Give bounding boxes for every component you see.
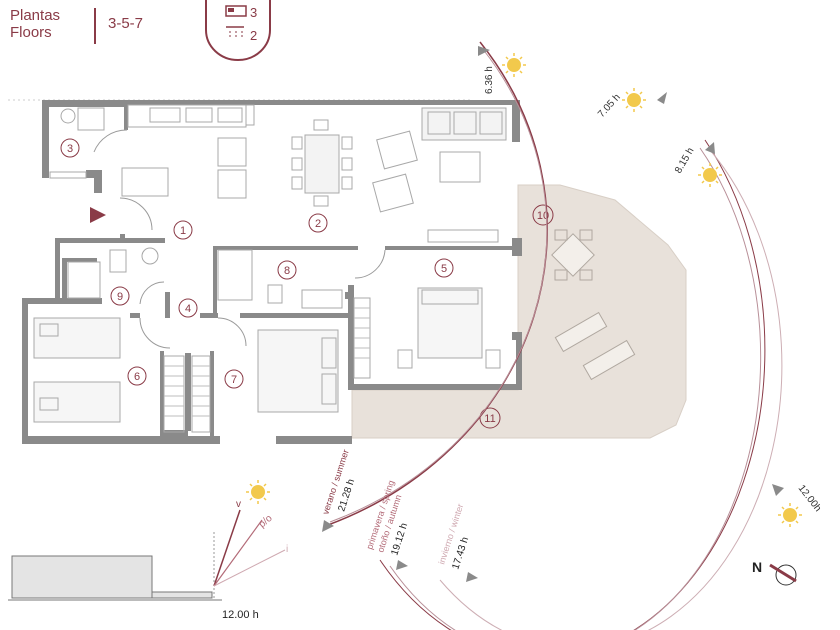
bed-bath-badge: 3 2	[205, 0, 271, 61]
svg-text:5: 5	[441, 263, 447, 275]
room-label-6: 6	[127, 366, 147, 386]
season-summer: verano / summer 21.28 h	[320, 448, 357, 515]
bed-icon	[225, 5, 247, 17]
angle-label-po: p/o	[257, 513, 275, 531]
room-label-3: 3	[60, 138, 80, 158]
angle-label-v: v	[236, 499, 241, 510]
sun-time-sunrise-summer: 6.36 h	[484, 66, 495, 94]
svg-text:7: 7	[231, 374, 237, 386]
svg-text:6: 6	[134, 371, 140, 383]
kitchen-fixtures	[121, 104, 255, 199]
bedroom-7-bed	[257, 329, 339, 413]
terrace-area	[351, 184, 687, 439]
compass-north-label: N	[752, 559, 762, 575]
sun-path-arcs	[327, 41, 783, 630]
sun-time-sunrise-spring: 7.05 h	[596, 92, 623, 120]
entrance-arrow-icon	[90, 207, 106, 223]
terrace-furniture	[551, 229, 636, 381]
room-label-4: 4	[178, 298, 198, 318]
room-label-5: 5	[434, 258, 454, 278]
season-spring-autumn: primavera / spring otoño / autumn 19.12 …	[364, 479, 410, 557]
sun-markers	[246, 53, 802, 527]
floors-title-en: Floors	[10, 24, 52, 41]
sun-time-sunrise-winter: 8.15 h	[673, 146, 696, 176]
header-divider	[94, 8, 96, 44]
svg-text:11: 11	[484, 413, 495, 425]
sun-angle-diagram: v p/o i 12.00 h	[8, 499, 288, 621]
door-swings	[93, 129, 386, 349]
sun-time-noon-arc: 12.00h	[796, 483, 824, 514]
sun-angle-noon-label: 12.00 h	[222, 609, 259, 621]
bedroom-6-beds	[33, 317, 121, 423]
svg-text:3: 3	[67, 143, 73, 155]
svg-text:9: 9	[117, 291, 123, 303]
bathrooms-count: 2	[250, 28, 257, 43]
compass-icon: N	[752, 559, 797, 586]
walls	[22, 100, 522, 444]
room-label-1: 1	[173, 220, 193, 240]
sun-icon	[778, 503, 802, 527]
floors-title: Plantas Floors	[10, 7, 60, 41]
shower-icon	[226, 26, 244, 38]
sun-arrow-markers	[322, 46, 784, 582]
room-label-2: 2	[308, 213, 328, 233]
room-label-8: 8	[277, 260, 297, 280]
living-furniture	[372, 107, 507, 243]
angle-label-i: i	[286, 544, 288, 555]
room-label-7: 7	[224, 369, 244, 389]
bedroom-5-bed	[397, 287, 501, 369]
svg-text:8: 8	[284, 265, 290, 277]
dining-set	[291, 119, 353, 207]
bathroom-9-fixtures	[67, 247, 159, 299]
svg-text:1: 1	[180, 225, 186, 237]
wardrobe-shelves	[164, 307, 370, 417]
svg-text:2: 2	[315, 218, 321, 230]
sun-icon	[698, 163, 722, 187]
bathroom-8-fixtures	[217, 249, 343, 309]
bathroom-3-fixtures	[49, 107, 105, 179]
room-label-9: 9	[110, 286, 130, 306]
floors-title-es: Plantas	[10, 7, 61, 24]
sun-icon	[502, 53, 526, 77]
floors-numbers: 3-5-7	[108, 15, 144, 32]
season-winter: invierno / winter 17.43 h	[436, 503, 471, 571]
sun-icon	[622, 88, 646, 112]
sun-icon	[246, 480, 270, 504]
svg-text:4: 4	[185, 303, 191, 315]
room-labels: 1 2 3 4 5 6 7 8 9 10 11	[60, 138, 554, 429]
bedrooms-count: 3	[250, 5, 257, 20]
